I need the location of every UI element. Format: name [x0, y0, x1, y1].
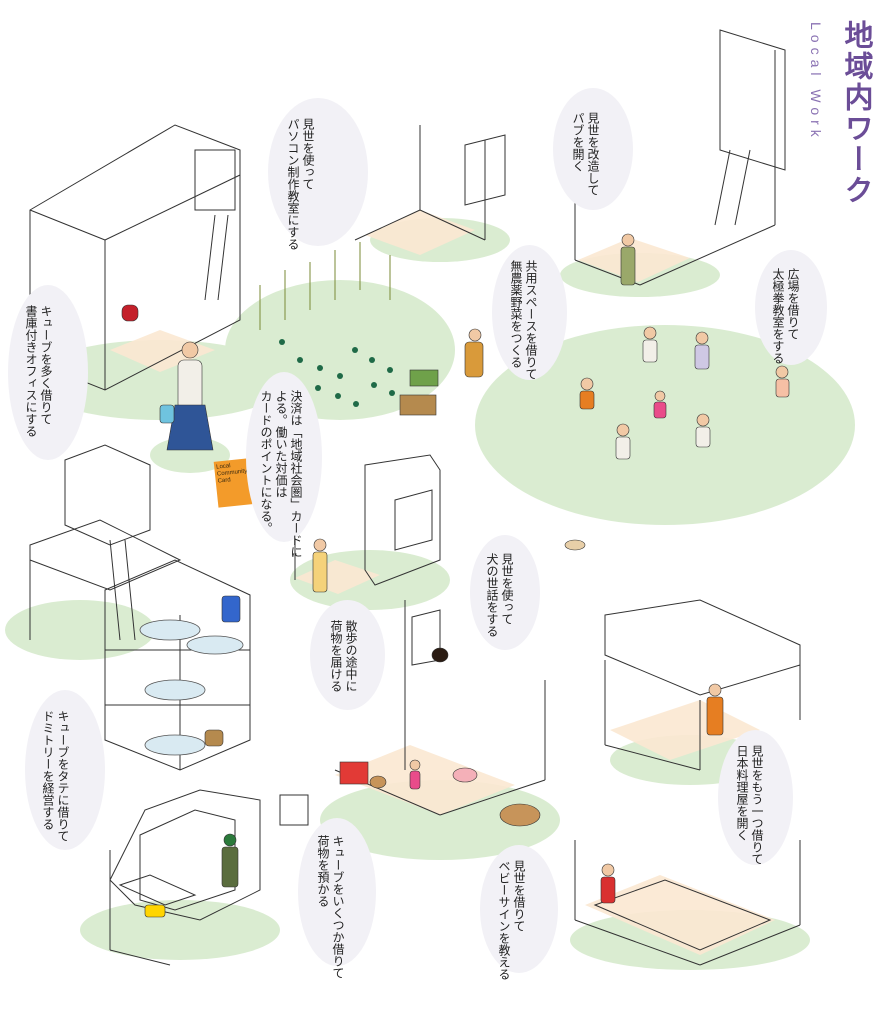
caption-bubble-taichi — [755, 250, 827, 365]
caption-taichi: 広場を借りて 太極拳教室をする — [771, 268, 800, 364]
people — [121, 233, 790, 918]
caption-dog: 見世を使って 犬の世話をする — [485, 553, 514, 637]
caption-dormitory: キューブをタテに借りて ドミトリーを経営する — [41, 710, 70, 842]
caption-bubble-baby — [480, 845, 558, 973]
vegetable-field — [279, 339, 395, 407]
dogs — [369, 539, 586, 827]
caption-farm: 共用スペースを借りて 無農薬野菜をつくる — [509, 260, 538, 380]
caption-bubble-walk — [310, 600, 385, 710]
caption-bubble-dormitory — [25, 690, 105, 850]
bunk-mattresses — [139, 619, 244, 756]
caption-library: キューブを多く借りて 書庫付きオフィスにする — [24, 305, 53, 437]
caption-pc: 見世を使って パソコン制作教室にする — [286, 118, 315, 250]
caption-storage: キューブをいくつか借りて 荷物を預かる — [316, 835, 345, 979]
caption-baby: 見世を借りて ベビーサインを教える — [497, 860, 526, 980]
caption-bubble-storage — [298, 818, 376, 966]
caption-bubble-dog — [470, 535, 540, 650]
caption-bubble-japanese — [718, 730, 793, 865]
green-ground-patches — [5, 218, 855, 970]
caption-bubble-farm — [492, 245, 567, 380]
caption-payment: 決済は「地域社会圏」カードに よる。働いた対価は カードのポイントになる。 — [259, 390, 303, 558]
caption-bubble-library — [8, 285, 88, 460]
page-title: 地域内ワーク — [840, 20, 874, 206]
page-subtitle: Local Work — [808, 22, 824, 142]
caption-japanese: 見世をもう一つ借りて 日本料理屋を開く — [735, 745, 764, 865]
caption-bubble-pub — [553, 88, 633, 210]
caption-walk: 散歩の途中に 荷物を届ける — [329, 620, 358, 692]
corn-stalks — [259, 242, 391, 330]
caption-bubble-pc — [268, 98, 368, 246]
caption-pub: 見世を改造して パブを開く — [571, 112, 600, 196]
caption-bubble-payment — [246, 372, 322, 542]
